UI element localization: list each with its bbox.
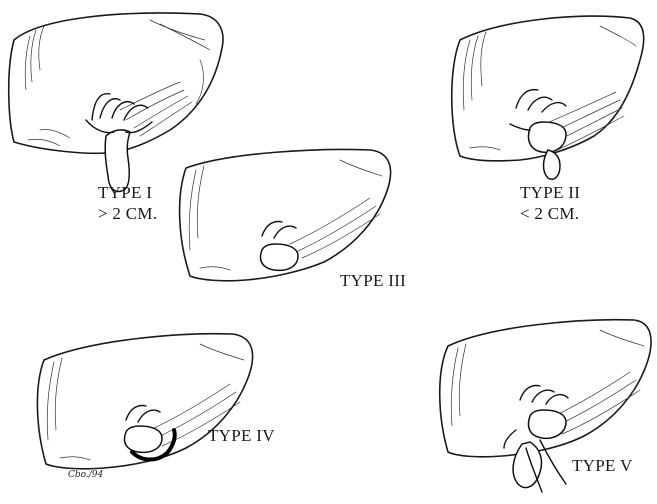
type-5-label: TYPE V bbox=[572, 455, 633, 477]
liver-type-4-drawing bbox=[37, 334, 252, 469]
liver-type-1-drawing bbox=[9, 13, 223, 191]
type-1-label: TYPE I bbox=[98, 182, 152, 204]
type-1-size-label: > 2 CM. bbox=[98, 203, 157, 225]
type-2-label: TYPE II bbox=[520, 182, 580, 204]
liver-type-2-drawing bbox=[452, 16, 644, 179]
artist-signature: Cbo./94 bbox=[68, 470, 103, 480]
liver-type-3-drawing bbox=[180, 150, 391, 281]
type-4-label: TYPE IV bbox=[208, 425, 275, 447]
type-3-label: TYPE III bbox=[340, 270, 406, 292]
type-2-size-label: < 2 CM. bbox=[520, 203, 579, 225]
